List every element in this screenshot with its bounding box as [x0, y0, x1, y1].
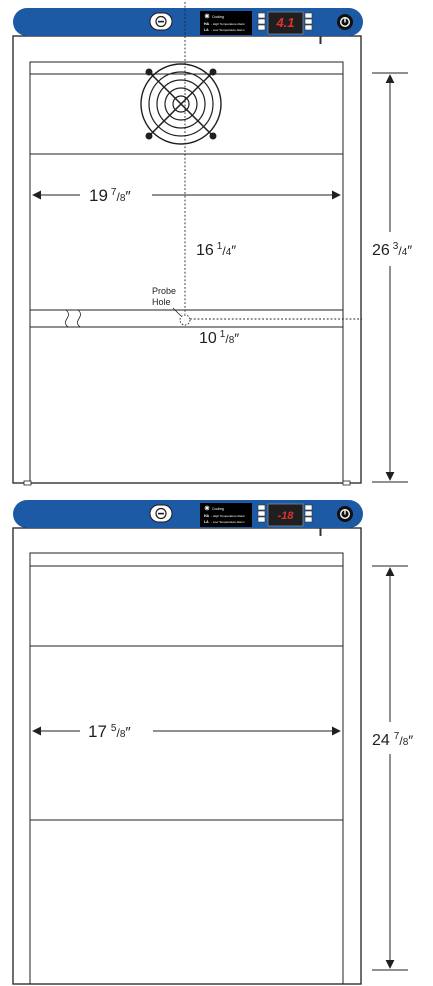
lower-display-value: -18: [278, 510, 295, 522]
lower-legend-hi-text: - High Temperature Alarm: [211, 514, 246, 518]
lower-width-whole: 17: [88, 722, 107, 741]
upper-display-value: 4.1: [275, 15, 294, 30]
upper-width-num: 7: [111, 187, 117, 198]
lower-legend-lo-text: - Low Temperature Alarm: [211, 520, 245, 524]
upper-right-buttons: [304, 12, 313, 31]
probe-leader-line: [172, 307, 182, 317]
upper-legend-cooling: Cooling: [212, 15, 224, 19]
upper-legend-lo-code: LA: [204, 28, 209, 32]
upper-temperature-display: [267, 11, 304, 35]
upper-hinge-right: [342, 480, 351, 486]
upper-unit: Cooling HA - High Temperature Alarm LA -…: [12, 2, 412, 486]
probe-hole-label-line1: Probe: [152, 286, 176, 296]
probe-depth-den: 4: [226, 247, 232, 258]
lower-power-knob-icon: [337, 506, 353, 522]
lower-height-whole: 24: [372, 732, 390, 749]
lower-snowflake-icon: [204, 505, 210, 511]
upper-legend-hi-text: - High Temperature Alarm: [211, 22, 246, 26]
upper-legend-hi-code: HA: [204, 22, 210, 26]
probe-hole-label-line2: Hole: [152, 297, 171, 307]
lower-cabinet-outline: [12, 527, 362, 985]
lower-temperature-display: [267, 503, 304, 527]
upper-shelf-break-mark: [65, 309, 81, 328]
lower-door-handle: [319, 528, 322, 536]
lower-left-buttons: [257, 504, 266, 523]
lower-legend-box: [200, 503, 252, 527]
upper-snowflake-icon: [204, 13, 210, 19]
upper-hinge-left: [23, 480, 32, 486]
probe-offset-whole: 10: [199, 330, 217, 347]
probe-depth-whole: 16: [196, 242, 214, 259]
lower-height-den: 8: [403, 737, 409, 748]
upper-width-den: 8: [120, 193, 126, 204]
upper-legend-lo-text: - Low Temperature Alarm: [211, 28, 245, 32]
upper-top-ledge: [29, 61, 344, 75]
lower-right-buttons: [304, 504, 313, 523]
lower-unit: Cooling HA - High Temperature Alarm LA -…: [12, 500, 413, 985]
upper-width-whole: 19: [89, 186, 108, 205]
upper-height-den: 4: [402, 247, 408, 258]
lower-legend-lo-code: LA: [204, 520, 209, 524]
probe-hole-marker: [179, 314, 191, 326]
upper-height-whole: 26: [372, 242, 390, 259]
probe-offset-den: 8: [229, 335, 235, 346]
upper-left-buttons: [257, 12, 266, 31]
lower-lock-icon: [149, 504, 173, 523]
lower-width-den: 8: [120, 729, 126, 740]
upper-power-knob-icon: [337, 14, 353, 30]
upper-legend-box: [200, 11, 252, 35]
lower-legend-hi-code: HA: [204, 514, 210, 518]
upper-height-num: 3: [393, 241, 399, 252]
lower-width-num: 5: [111, 723, 117, 734]
lower-top-ledge: [29, 552, 344, 567]
probe-depth-num: 1: [217, 241, 223, 252]
upper-lock-icon: [149, 12, 173, 31]
lower-height-num: 7: [394, 731, 400, 742]
upper-door-handle: [319, 36, 322, 44]
upper-fan-icon: [140, 63, 222, 145]
upper-cabinet-outline: [12, 35, 362, 484]
probe-offset-num: 1: [220, 329, 226, 340]
lower-legend-cooling: Cooling: [212, 507, 224, 511]
